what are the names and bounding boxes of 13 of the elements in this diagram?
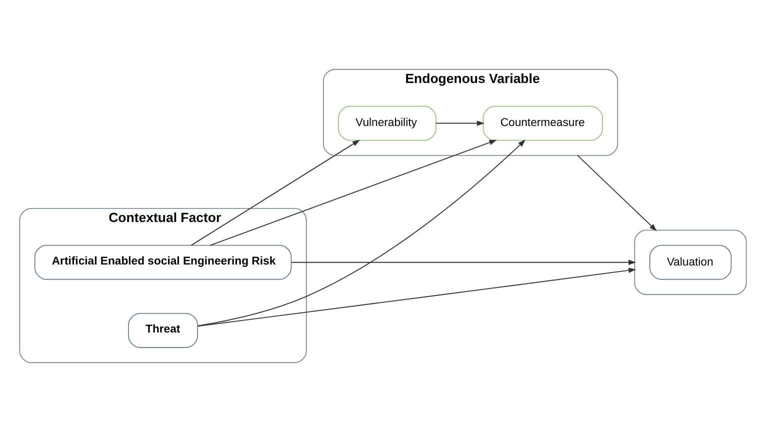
arrow <box>190 140 360 246</box>
arrow <box>197 268 636 327</box>
node-box: Valuation <box>649 244 732 280</box>
arrow <box>577 154 657 232</box>
arrow <box>210 140 497 246</box>
node-box: Countermeasure <box>482 106 603 141</box>
node-box: Threat <box>128 312 198 348</box>
node-box: Artificial Enabled social Engineering Risk <box>34 244 292 280</box>
node-box: Vulnerability <box>338 106 436 141</box>
arrow <box>197 140 526 326</box>
arrow <box>436 120 484 126</box>
arrow <box>291 260 636 266</box>
cluster <box>634 230 747 295</box>
